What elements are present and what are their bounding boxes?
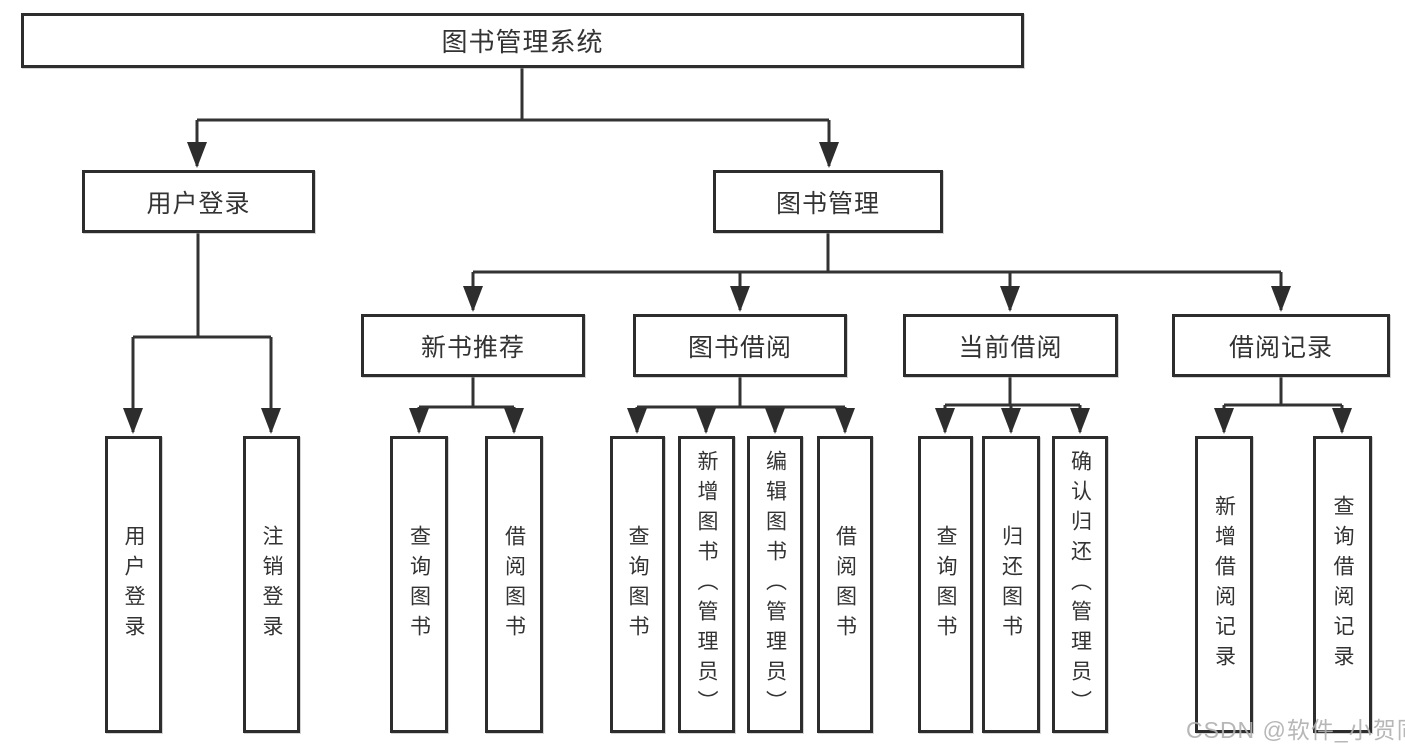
leaf-query-books-current: 查询图书 [918, 436, 973, 733]
leaf-query-borrow-record: 查询借阅记录 [1313, 436, 1372, 733]
leaf-label: 查询图书 [934, 524, 957, 645]
leaf-label: 新增借阅记录 [1212, 494, 1236, 675]
node-label: 图书管理 [775, 189, 880, 218]
leaf-label: 注销登录 [260, 524, 283, 645]
node-new-book-recommend: 新书推荐 [361, 314, 585, 377]
node-borrowing-records: 借阅记录 [1172, 314, 1390, 377]
leaf-label: 借阅图书 [502, 524, 526, 645]
leaf-add-book-admin: 新增图书（管理员） [678, 436, 735, 733]
leaf-confirm-return-admin: 确认归还（管理员） [1052, 436, 1108, 733]
node-label: 图书借阅 [687, 333, 792, 362]
leaf-label: 查询图书 [407, 524, 431, 645]
node-library-management-system: 图书管理系统 [21, 13, 1024, 68]
csdn-watermark: CSDN @软件_小贺同学 [1186, 717, 1405, 743]
connector-root-to-level2 [187, 68, 839, 168]
leaf-label: 借阅图书 [833, 524, 857, 645]
leaf-label: 确认归还（管理员） [1068, 449, 1092, 720]
leaf-return-books: 归还图书 [982, 436, 1040, 733]
node-book-borrowing: 图书借阅 [633, 314, 847, 377]
connector-new-book-to-leaves [409, 377, 524, 434]
node-label: 当前借阅 [958, 333, 1063, 362]
leaf-label: 用户登录 [122, 524, 145, 645]
leaf-logout: 注销登录 [243, 436, 300, 733]
leaf-query-books-borrow: 查询图书 [610, 436, 665, 733]
connector-borrow-record-to-leaves [1214, 377, 1352, 434]
node-label: 借阅记录 [1228, 333, 1333, 362]
leaf-borrow-books-recommend: 借阅图书 [485, 436, 543, 733]
leaf-borrow-books: 借阅图书 [817, 436, 873, 733]
connector-current-borrow-to-leaves [935, 377, 1090, 434]
leaf-user-login: 用户登录 [105, 436, 162, 733]
leaf-label: 编辑图书（管理员） [763, 449, 787, 720]
leaf-label: 查询图书 [626, 524, 649, 645]
node-current-borrowing: 当前借阅 [903, 314, 1118, 377]
leaf-label: 归还图书 [999, 524, 1023, 645]
node-user-login: 用户登录 [82, 170, 315, 233]
connector-book-mgmt-to-level3 [463, 233, 1291, 312]
leaf-query-books-recommend: 查询图书 [390, 436, 448, 733]
connector-user-login-to-leaves [123, 233, 281, 434]
connector-book-borrow-to-leaves [627, 377, 855, 434]
leaf-label: 新增图书（管理员） [695, 449, 718, 720]
node-label: 新书推荐 [420, 333, 525, 362]
node-label: 图书管理系统 [441, 27, 604, 57]
node-book-management: 图书管理 [713, 170, 943, 233]
node-label: 用户登录 [146, 189, 251, 218]
leaf-edit-book-admin: 编辑图书（管理员） [747, 436, 803, 733]
leaf-label: 查询借阅记录 [1331, 494, 1354, 675]
leaf-add-borrow-record: 新增借阅记录 [1195, 436, 1253, 733]
